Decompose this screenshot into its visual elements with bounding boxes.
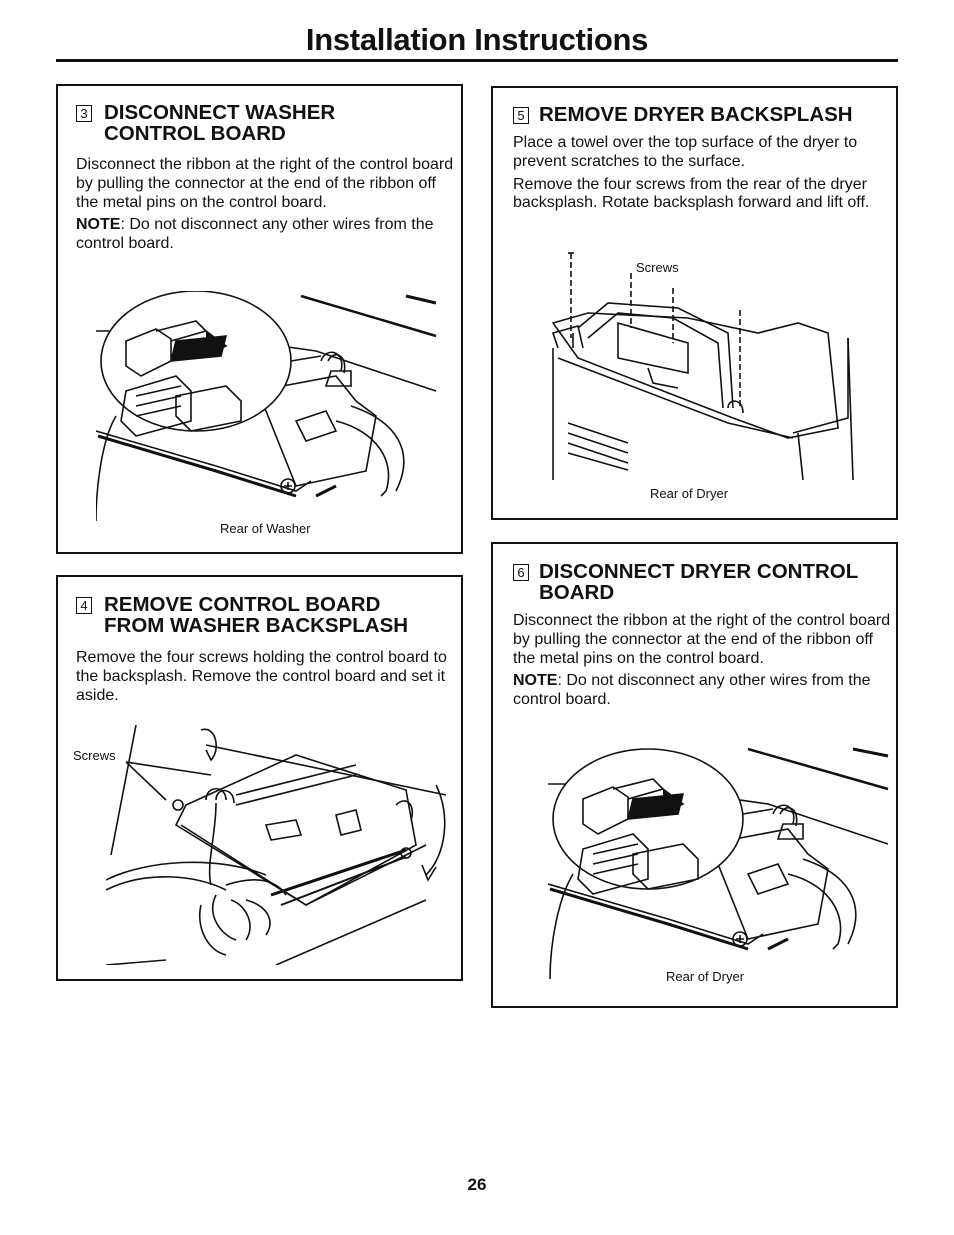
illustration-caption: Rear of Dryer xyxy=(650,486,729,501)
step-note: NOTE: Do not disconnect any other wires … xyxy=(513,672,893,710)
step-paragraph: Disconnect the ribbon at the right of th… xyxy=(76,156,454,211)
dryer-control-board-illustration xyxy=(548,744,893,984)
illustration-caption: Rear of Washer xyxy=(220,521,311,536)
step-paragraph: Remove the four screws from the rear of … xyxy=(513,175,870,212)
step-body: Disconnect the ribbon at the right of th… xyxy=(513,612,893,714)
note-text: : Do not disconnect any other wires from… xyxy=(513,672,871,709)
step-5-panel: 5 REMOVE DRYER BACKSPLASH Place a towel … xyxy=(491,86,898,520)
illustration-caption: Rear of Dryer xyxy=(666,969,745,984)
screws-label: Screws xyxy=(636,260,679,275)
step-number: 6 xyxy=(513,564,529,581)
washer-backsplash-illustration xyxy=(106,725,456,965)
step-6-panel: 6 DISCONNECT DRYER CONTROL BOARD Disconn… xyxy=(491,542,898,1008)
washer-control-board-illustration xyxy=(96,291,446,526)
step-heading: DISCONNECT WASHER CONTROL BOARD xyxy=(104,101,336,145)
step-body: Remove the four screws holding the contr… xyxy=(76,649,456,709)
dryer-backsplash-illustration xyxy=(548,248,868,480)
step-body: Disconnect the ribbon at the right of th… xyxy=(76,156,456,258)
step-number: 4 xyxy=(76,597,92,614)
step-note: NOTE: Do not disconnect any other wires … xyxy=(76,216,456,254)
step-paragraph: Remove the four screws holding the contr… xyxy=(76,649,447,704)
step-paragraph: Disconnect the ribbon at the right of th… xyxy=(513,612,891,667)
title-rule xyxy=(56,59,898,62)
step-heading: REMOVE CONTROL BOARD FROM WASHER BACKSPL… xyxy=(104,593,409,637)
note-text: : Do not disconnect any other wires from… xyxy=(76,216,434,253)
step-paragraph: Place a towel over the top surface of th… xyxy=(513,134,858,170)
step-body: Place a towel over the top surface of th… xyxy=(513,134,897,217)
step-heading: REMOVE DRYER BACKSPLASH xyxy=(539,103,853,126)
step-3-panel: 3 DISCONNECT WASHER CONTROL BOARD Discon… xyxy=(56,84,463,554)
step-heading: DISCONNECT DRYER CONTROL BOARD xyxy=(539,560,858,604)
page-title: Installation Instructions xyxy=(305,22,649,57)
step-4-panel: 4 REMOVE CONTROL BOARD FROM WASHER BACKS… xyxy=(56,575,463,981)
screws-label: Screws xyxy=(73,748,116,763)
step-number: 5 xyxy=(513,107,529,124)
note-label: NOTE xyxy=(76,216,121,234)
note-label: NOTE xyxy=(513,672,558,690)
page-number: 26 xyxy=(467,1175,487,1194)
step-number: 3 xyxy=(76,105,92,122)
